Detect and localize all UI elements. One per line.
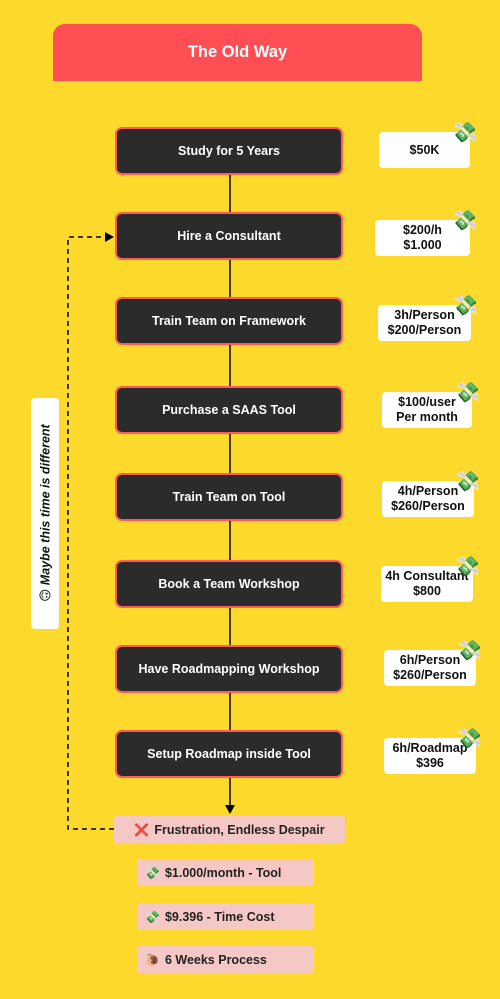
money-with-wings-icon: 💸 [452, 120, 477, 144]
snail-icon: 🐌 [145, 952, 160, 967]
header-title: The Old Way [53, 24, 422, 81]
money-with-wings-icon: 💸 [145, 865, 160, 880]
result-text: $1.000/month - Tool [164, 865, 282, 880]
money-with-wings-icon: 💸 [452, 208, 477, 232]
money-with-wings-icon: 💸 [457, 638, 482, 662]
step-hire-consultant: Hire a Consultant [115, 212, 343, 260]
money-with-wings-icon: 💸 [457, 726, 482, 750]
result-time-cost: 💸 $9.396 - Time Cost [137, 903, 314, 930]
result-text: $9.396 - Time Cost [164, 909, 275, 924]
step-train-tool: Train Team on Tool [115, 473, 343, 521]
cost-box: 4h Consultant $800 [381, 566, 473, 602]
money-with-wings-icon: 💸 [145, 909, 160, 924]
loop-dashed-line [67, 236, 114, 830]
money-with-wings-icon: 💸 [455, 554, 480, 578]
cost-box: 3h/Person $200/Person [378, 305, 471, 341]
result-duration: 🐌 6 Weeks Process [137, 946, 314, 973]
step-study: Study for 5 Years [115, 127, 343, 175]
outcome-box: ❌ Frustration, Endless Despair [114, 816, 345, 843]
cross-mark-icon: ❌ [134, 822, 150, 837]
result-text: 6 Weeks Process [164, 952, 267, 967]
step-roadmapping-workshop: Have Roadmapping Workshop [115, 645, 343, 693]
cost-box: $200/h $1.000 [375, 220, 470, 256]
money-with-wings-icon: 💸 [455, 380, 480, 404]
step-setup-roadmap: Setup Roadmap inside Tool [115, 730, 343, 778]
result-tool-cost: 💸 $1.000/month - Tool [137, 859, 314, 886]
loop-label: 🙃 Maybe this time is different [38, 424, 53, 602]
cost-box: 6h/Roadmap $396 [384, 738, 476, 774]
step-book-workshop: Book a Team Workshop [115, 560, 343, 608]
money-with-wings-icon: 💸 [453, 293, 478, 317]
final-arrowhead [225, 805, 235, 814]
cost-box: 6h/Person $260/Person [384, 650, 476, 686]
cost-box: 4h/Person $260/Person [382, 481, 474, 517]
loop-label-box: 🙃 Maybe this time is different [31, 398, 59, 629]
cost-box: $50K [379, 132, 470, 168]
step-train-framework: Train Team on Framework [115, 297, 343, 345]
loop-arrowhead [105, 232, 114, 242]
cost-box: $100/user Per month [382, 392, 472, 428]
money-with-wings-icon: 💸 [455, 469, 480, 493]
outcome-text: Frustration, Endless Despair [154, 822, 325, 837]
step-purchase-saas: Purchase a SAAS Tool [115, 386, 343, 434]
